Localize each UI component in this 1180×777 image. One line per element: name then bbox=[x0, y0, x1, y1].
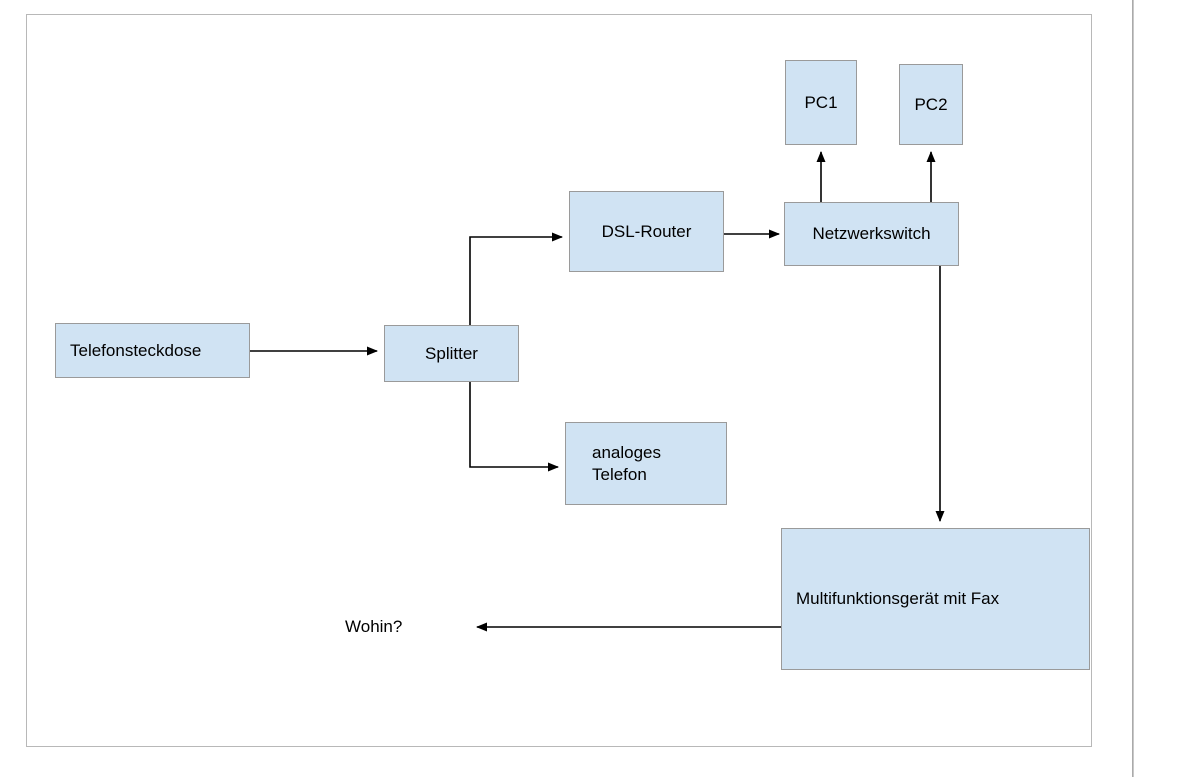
page-edge-divider bbox=[1132, 0, 1134, 777]
node-analoges-telefon[interactable]: analoges Telefon bbox=[565, 422, 727, 505]
node-splitter[interactable]: Splitter bbox=[384, 325, 519, 382]
node-pc2[interactable]: PC2 bbox=[899, 64, 963, 145]
label-wohin: Wohin? bbox=[345, 617, 403, 636]
node-netzwerkswitch[interactable]: Netzwerkswitch bbox=[784, 202, 959, 266]
node-multifunktionsgeraet-mit-fax[interactable]: Multifunktionsgerät mit Fax bbox=[781, 528, 1090, 670]
node-telefonsteckdose[interactable]: Telefonsteckdose bbox=[55, 323, 250, 378]
node-pc1[interactable]: PC1 bbox=[785, 60, 857, 145]
node-dsl-router[interactable]: DSL-Router bbox=[569, 191, 724, 272]
